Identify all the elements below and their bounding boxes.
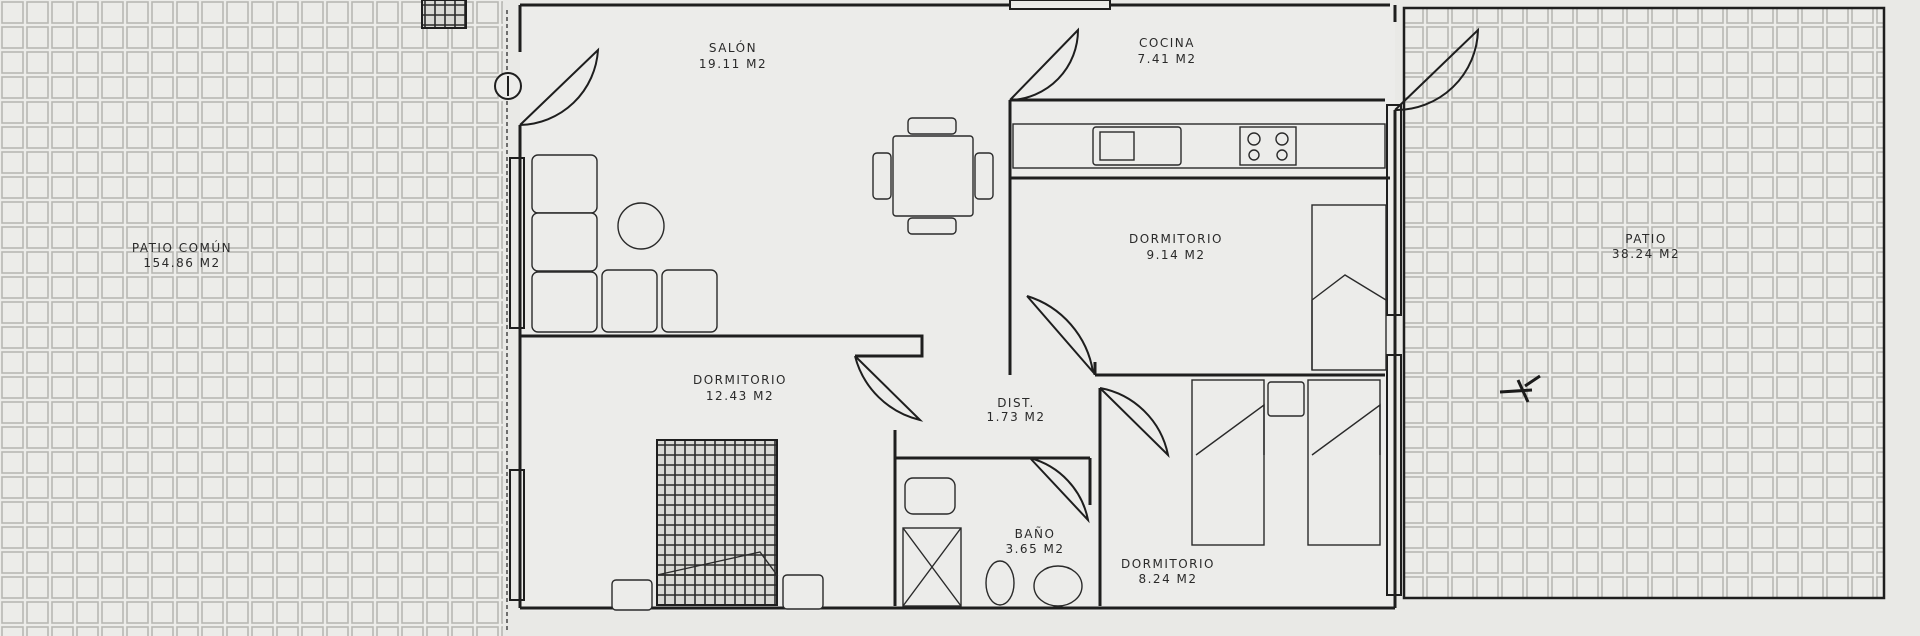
area-patio-comun: 154.86 M2 xyxy=(143,256,220,270)
shower-lines xyxy=(902,527,962,607)
entry-door-swing xyxy=(519,47,600,126)
patio-area xyxy=(1404,8,1884,598)
twin-dorm-door-swing xyxy=(1099,387,1170,458)
area-dorm-main: 12.43 M2 xyxy=(706,389,774,403)
twin-bed-2 xyxy=(1307,379,1381,546)
burner-1 xyxy=(1247,132,1261,146)
burner-2 xyxy=(1275,132,1289,146)
area-dist: 1.73 M2 xyxy=(986,410,1045,424)
window-right-top xyxy=(1386,104,1402,316)
area-dorm-kitchen: 9.14 M2 xyxy=(1146,248,1205,262)
twin-bed-1-sheet xyxy=(1195,403,1265,456)
label-salon: SALÓN xyxy=(709,40,757,55)
burner-3 xyxy=(1248,149,1260,161)
area-cocina: 7.41 M2 xyxy=(1137,52,1196,66)
window-left-top xyxy=(509,157,525,329)
kitchen-counter xyxy=(1012,123,1386,169)
bidet xyxy=(985,560,1015,606)
patio-comun-area xyxy=(0,0,503,636)
label-dorm-twin: DORMITORIO xyxy=(1121,557,1215,571)
main-dorm-door-swing xyxy=(854,355,924,422)
sofa xyxy=(531,154,718,333)
kitchen-sink-basin xyxy=(1099,131,1135,161)
twin-bed-1 xyxy=(1191,379,1265,546)
coffee-table xyxy=(617,202,665,250)
dorm-door-swing xyxy=(1026,295,1095,376)
label-patio-comun: PATIO COMÚN xyxy=(132,240,232,255)
nightstand-left xyxy=(611,579,653,611)
label-dorm-kitchen: DORMITORIO xyxy=(1129,232,1223,246)
area-bano: 3.65 M2 xyxy=(1005,542,1064,556)
patio-door-swing xyxy=(1394,27,1480,112)
kitchen-door-swing xyxy=(1009,27,1080,101)
single-bed xyxy=(1311,204,1387,371)
label-patio: PATIO xyxy=(1625,232,1667,246)
nightstand-right xyxy=(782,574,824,610)
double-bed xyxy=(656,439,778,606)
toilet xyxy=(904,477,956,515)
chimney-box xyxy=(421,0,467,29)
twin-nightstand xyxy=(1267,381,1305,417)
window-left-bottom xyxy=(509,469,525,601)
ink-mark xyxy=(1499,374,1541,403)
window-right-bottom xyxy=(1386,354,1402,596)
burner-4 xyxy=(1276,149,1288,161)
exterior-wall xyxy=(518,3,1397,610)
twin-bed-2-sheet xyxy=(1311,403,1381,456)
dining-table xyxy=(872,117,994,235)
single-bed-sheet xyxy=(1311,274,1387,370)
label-dorm-main: DORMITORIO xyxy=(693,373,787,387)
washbasin xyxy=(1033,565,1083,607)
label-bano: BAÑO xyxy=(1015,526,1056,541)
label-cocina: COCINA xyxy=(1139,36,1195,50)
interior-walls xyxy=(520,98,1390,606)
double-bed-fold xyxy=(656,551,779,576)
area-patio: 38.24 M2 xyxy=(1612,247,1680,261)
kitchen-sink xyxy=(1092,126,1182,166)
label-dist: DIST. xyxy=(997,396,1035,410)
area-salon: 19.11 M2 xyxy=(699,57,767,71)
area-dorm-twin: 8.24 M2 xyxy=(1138,572,1197,586)
window-top-kitchen xyxy=(1009,0,1111,10)
bath-door-swing xyxy=(1029,457,1090,524)
kitchen-stove xyxy=(1239,126,1297,166)
patio-border xyxy=(1402,6,1886,600)
